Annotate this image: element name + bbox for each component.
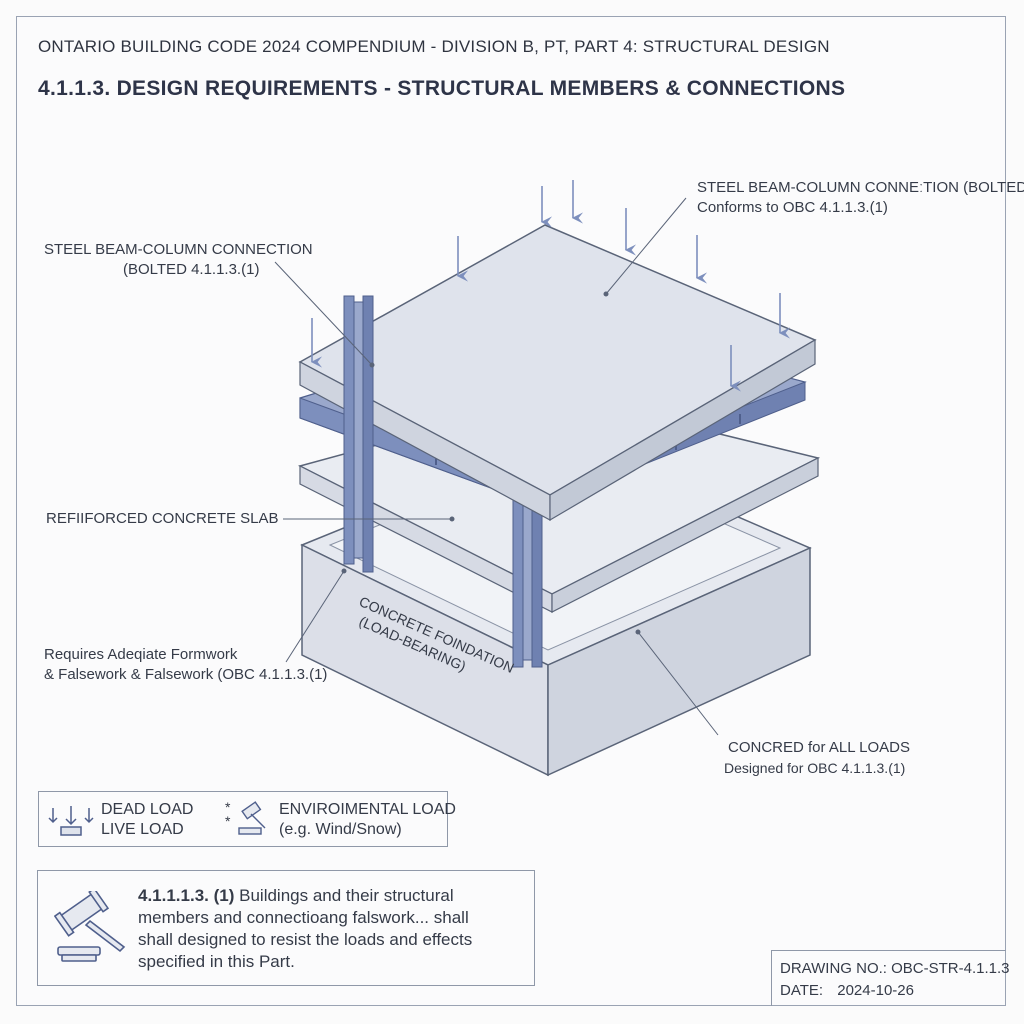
callout-loads: CONCRED for ALL LOADS Designed for OBC 4… [724, 738, 910, 779]
note-line-1: Buildings and their structural [239, 886, 454, 905]
callout-top-right-line2: Conforms to OBC 4.1.1.3.(1) [697, 199, 888, 216]
drawing-date-label: DATE: [780, 982, 824, 999]
code-note: 4.1.1.1.3. (1) Buildings and their struc… [37, 870, 535, 986]
note-line-4: specified in this Part. [138, 952, 295, 971]
drawing-number: DRAWING NO.: OBC-STR-4.1.1.3 [780, 960, 1010, 977]
callout-formwork: Requires Adeqiate Formwork & Falsework &… [44, 645, 327, 685]
sheet-title: 4.1.1.3. DESIGN REQUIREMENTS - STRUCTURA… [38, 77, 846, 100]
load-legend: DEAD LOAD LIVE LOAD ** ENVIROIMENTAL LOA… [38, 791, 456, 847]
title-block: DRAWING NO.: OBC-STR-4.1.1.3 DATE: 2024-… [771, 950, 1010, 1006]
callout-top-left: STEEL BEAM-COLUMN CONNECTION (BOLTED 4.1… [44, 240, 313, 280]
callout-loads-line2: Designed for OBC 4.1.1.3.(1) [724, 760, 906, 776]
legend-environmental-note: (e.g. Wind/Snow) [279, 821, 402, 838]
gavel-icon [54, 891, 126, 962]
callout-slab: REFIIFORCED CONCRETE SLAB [46, 509, 279, 529]
callout-top-left-line1: STEEL BEAM-COLUMN CONNECTION [44, 241, 313, 258]
callout-slab-line1: REFIIFORCED CONCRETE SLAB [46, 510, 279, 527]
drawing-date-value: 2024-10-26 [837, 982, 914, 999]
callout-formwork-line2: & Falsework & Falsework (OBC 4.1.1.3.(1) [44, 666, 328, 683]
note-text: 4.1.1.1.3. (1) Buildings and their struc… [138, 885, 523, 973]
note-line-2: members and connectioang falswork... sha… [138, 908, 469, 927]
leader-lines [274, 197, 719, 736]
note-line-3: shall designed to resist the loads and e… [138, 930, 473, 949]
down-arrows-icon [48, 806, 94, 836]
legend-environmental-load: ENVIROIMENTAL LOAD [279, 801, 456, 818]
gavel-icon [238, 801, 266, 835]
callout-top-left-line2: (BOLTED 4.1.1.3.(1) [123, 261, 260, 278]
legend-dead-load: DEAD LOAD [101, 801, 194, 818]
drawing-date: DATE: 2024-10-26 [780, 982, 914, 999]
steel-column-left [343, 295, 374, 573]
callout-loads-line1: CONCRED for ALL LOADS [728, 739, 910, 756]
asterisk-icon: ** [225, 799, 231, 829]
code-title: ONTARIO BUILDING CODE 2024 COMPENDIUM - … [38, 37, 830, 56]
callout-top-right: STEEL BEAM-COLUMN CONNEːTION (BOLTED Con… [697, 178, 1024, 218]
load-arrows [310, 180, 791, 392]
callout-formwork-line1: Requires Adeqiate Formwork [44, 646, 238, 663]
callout-top-right-line1: STEEL BEAM-COLUMN CONNEːTION (BOLTED [697, 179, 1024, 196]
legend-live-load: LIVE LOAD [101, 821, 184, 838]
note-reference: 4.1.1.1.3. (1) [138, 886, 235, 905]
